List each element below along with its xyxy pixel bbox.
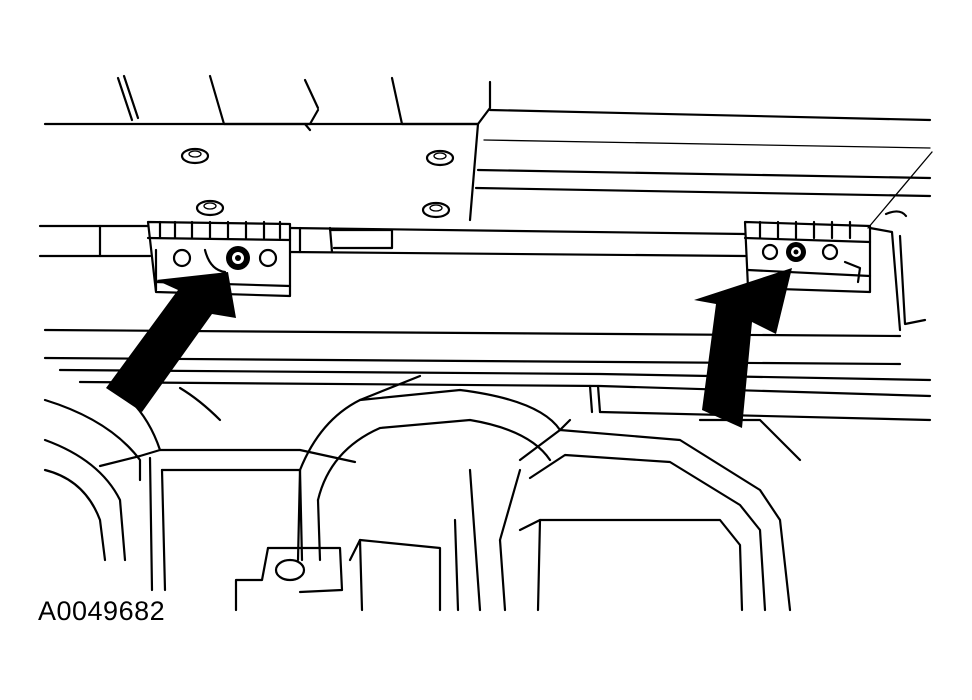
stud-2 [425, 149, 455, 167]
upper-body-panel [43, 74, 932, 222]
left-fastener-arrow [106, 272, 236, 412]
stud-3 [195, 199, 225, 217]
cross-car-rod [38, 224, 747, 258]
right-duct [453, 418, 802, 612]
left-mounting-nut [226, 246, 250, 270]
wire-clip [884, 210, 908, 218]
left-housing [43, 386, 357, 592]
panel-studs [180, 147, 455, 219]
center-housing [234, 374, 562, 612]
stud-1 [180, 147, 210, 165]
stud-4 [421, 201, 451, 219]
wire [867, 151, 933, 229]
right-mounting-nut [786, 242, 806, 262]
right-fastener-arrow [694, 268, 792, 428]
figure-id-label: A0049682 [38, 596, 166, 626]
